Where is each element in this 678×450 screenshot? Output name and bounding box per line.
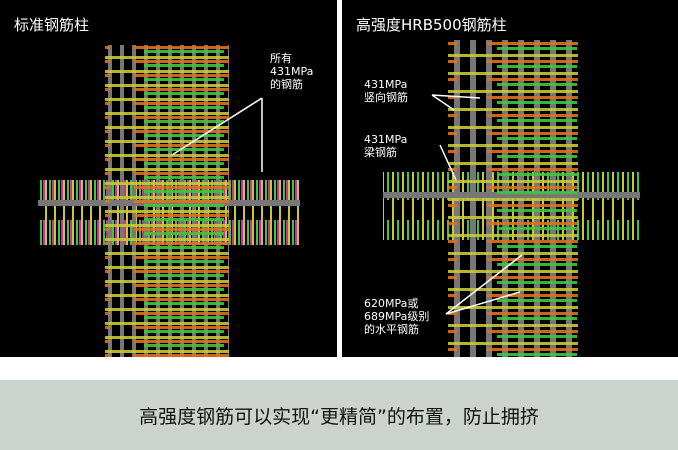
standard-column-panel: 标准钢筋柱 所有 431MPa 的钢筋	[0, 0, 337, 357]
hrb500-column-illustration	[383, 40, 640, 357]
leader-lines	[171, 97, 263, 172]
hrb500-column-title: 高强度HRB500钢筋柱	[356, 16, 507, 34]
leader-lines	[431, 94, 523, 315]
horizontal-rebar-label: 620MPa或 689MPa级别 的水平钢筋	[364, 297, 430, 336]
standard-column-illustration	[38, 45, 300, 357]
beam-rebar-label: 431MPa 梁钢筋	[364, 133, 408, 159]
standard-column-title: 标准钢筋柱	[14, 16, 90, 34]
hrb500-column-panel: 高强度HRB500钢筋柱 431MPa 竖向钢筋 431MPa 梁钢筋 620M…	[342, 0, 678, 357]
vertical-rebar-label: 431MPa 竖向钢筋	[364, 78, 408, 104]
all-rebar-label: 所有 431MPa 的钢筋	[270, 52, 314, 91]
caption: 高强度钢筋可以实现“更精简”的布置，防止拥挤	[0, 380, 678, 450]
